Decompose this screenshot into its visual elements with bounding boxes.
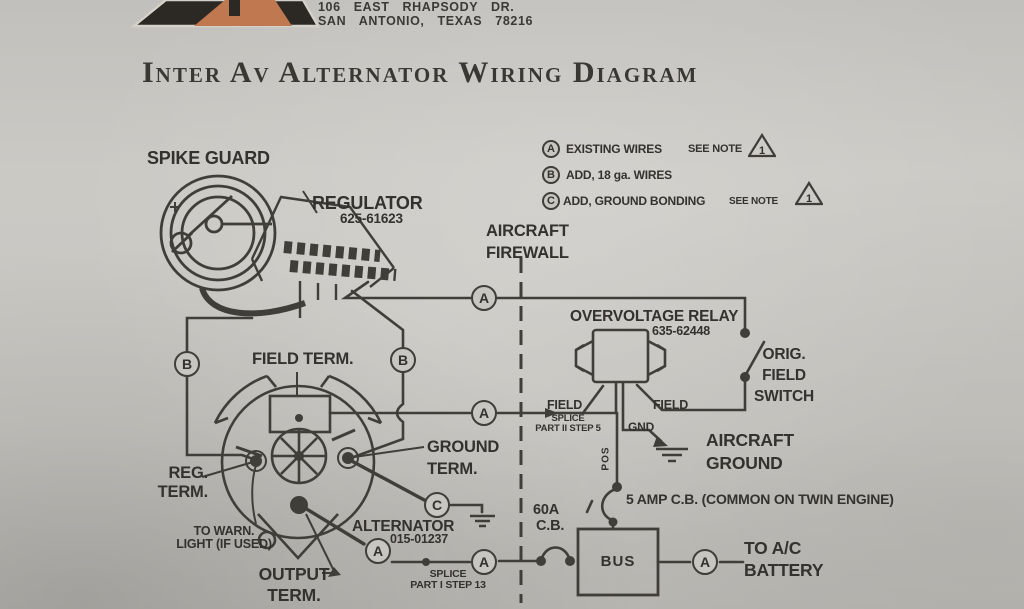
alternator-part-number: 015-01237 xyxy=(390,532,448,546)
regulator-part-number: 625-61623 xyxy=(340,211,403,226)
wire-marker-a-splice: A xyxy=(471,549,497,575)
overvoltage-relay-part-number: 635-62448 xyxy=(652,324,710,338)
wire-marker-a-field: A xyxy=(471,400,497,426)
legend-note-a: SEE NOTE xyxy=(688,143,743,155)
ground-term-label: GROUND TERM. xyxy=(427,438,500,478)
spike-guard-component xyxy=(159,174,307,317)
legend-label-a: EXISTING WIRES xyxy=(566,142,662,156)
alternator-label: ALTERNATOR xyxy=(352,518,455,535)
bus-label: BUS xyxy=(600,553,636,570)
regulator-terminal-strip xyxy=(283,241,397,281)
leader-lines xyxy=(201,372,425,574)
address-line-2: SAN ANTONIO, TEXAS 78216 xyxy=(318,14,534,28)
five-amp-cb-label: 5 AMP C.B. (COMMON ON TWIN ENGINE) xyxy=(626,491,894,507)
page-title: Inter Av Alternator Wiring Diagram xyxy=(142,56,699,89)
splice-part1-label: SPLICE PART I STEP 13 xyxy=(410,568,486,591)
output-term-label: OUTPUT TERM. xyxy=(258,564,330,605)
wire-marker-a-battery: A xyxy=(692,549,718,575)
sixty-amp-cb-label: 60A C.B. xyxy=(533,502,565,534)
legend-marker-a: A xyxy=(542,140,560,158)
aircraft-ground-label: AIRCRAFT GROUND xyxy=(706,430,794,473)
wire-marker-a-output: A xyxy=(365,538,391,564)
ground-symbol-c xyxy=(470,514,495,528)
warning-triangle-icon: 1 xyxy=(795,181,823,206)
regulator-label: REGULATOR xyxy=(312,193,423,213)
legend-note-c: SEE NOTE xyxy=(729,196,778,207)
aircraft-ground-symbol xyxy=(656,447,688,463)
junction-dots xyxy=(328,328,750,577)
legend-label-c: ADD, GROUND BONDING xyxy=(563,194,706,208)
interav-logo-icon xyxy=(130,0,321,28)
aircraft-firewall-label: AIRCRAFT FIREWALL xyxy=(486,222,569,262)
gnd-label: GND xyxy=(628,420,655,434)
splice-part2-label: SPLICE PART II STEP 5 xyxy=(535,413,601,434)
overvoltage-relay-label: OVERVOLTAGE RELAY xyxy=(570,308,739,325)
wire-marker-b-left: B xyxy=(174,351,200,377)
reg-term-label: REG. TERM. xyxy=(157,464,209,501)
field-wire-label-left: FIELD xyxy=(547,398,583,412)
wire-marker-c-ground: C xyxy=(424,492,450,518)
wire-marker-b-right: B xyxy=(390,347,416,373)
address-line-1: 106 EAST RHAPSODY DR. xyxy=(318,0,515,14)
orig-field-switch-label: ORIG. FIELD SWITCH xyxy=(754,346,814,405)
pos-label: POS xyxy=(600,446,612,471)
to-ac-battery-label: TO A/C BATTERY xyxy=(744,538,824,580)
svg-text:1: 1 xyxy=(759,145,765,157)
warning-triangle-icon: 1 xyxy=(748,133,776,158)
field-term-label: FIELD TERM. xyxy=(252,350,354,368)
legend-marker-b: B xyxy=(542,166,560,184)
warn-light-label: TO WARN. LIGHT (IF USED) xyxy=(176,524,272,551)
spike-guard-label: SPIKE GUARD xyxy=(147,148,270,168)
overvoltage-relay-component xyxy=(574,328,667,384)
wire-marker-a-top: A xyxy=(471,285,497,311)
legend-label-b: ADD, 18 ga. WIRES xyxy=(566,168,672,182)
alternator-terminals xyxy=(250,414,354,514)
legend-marker-c: C xyxy=(542,192,560,210)
svg-text:1: 1 xyxy=(806,193,812,205)
field-wire-label-right: FIELD xyxy=(653,398,689,412)
wires xyxy=(185,280,766,597)
